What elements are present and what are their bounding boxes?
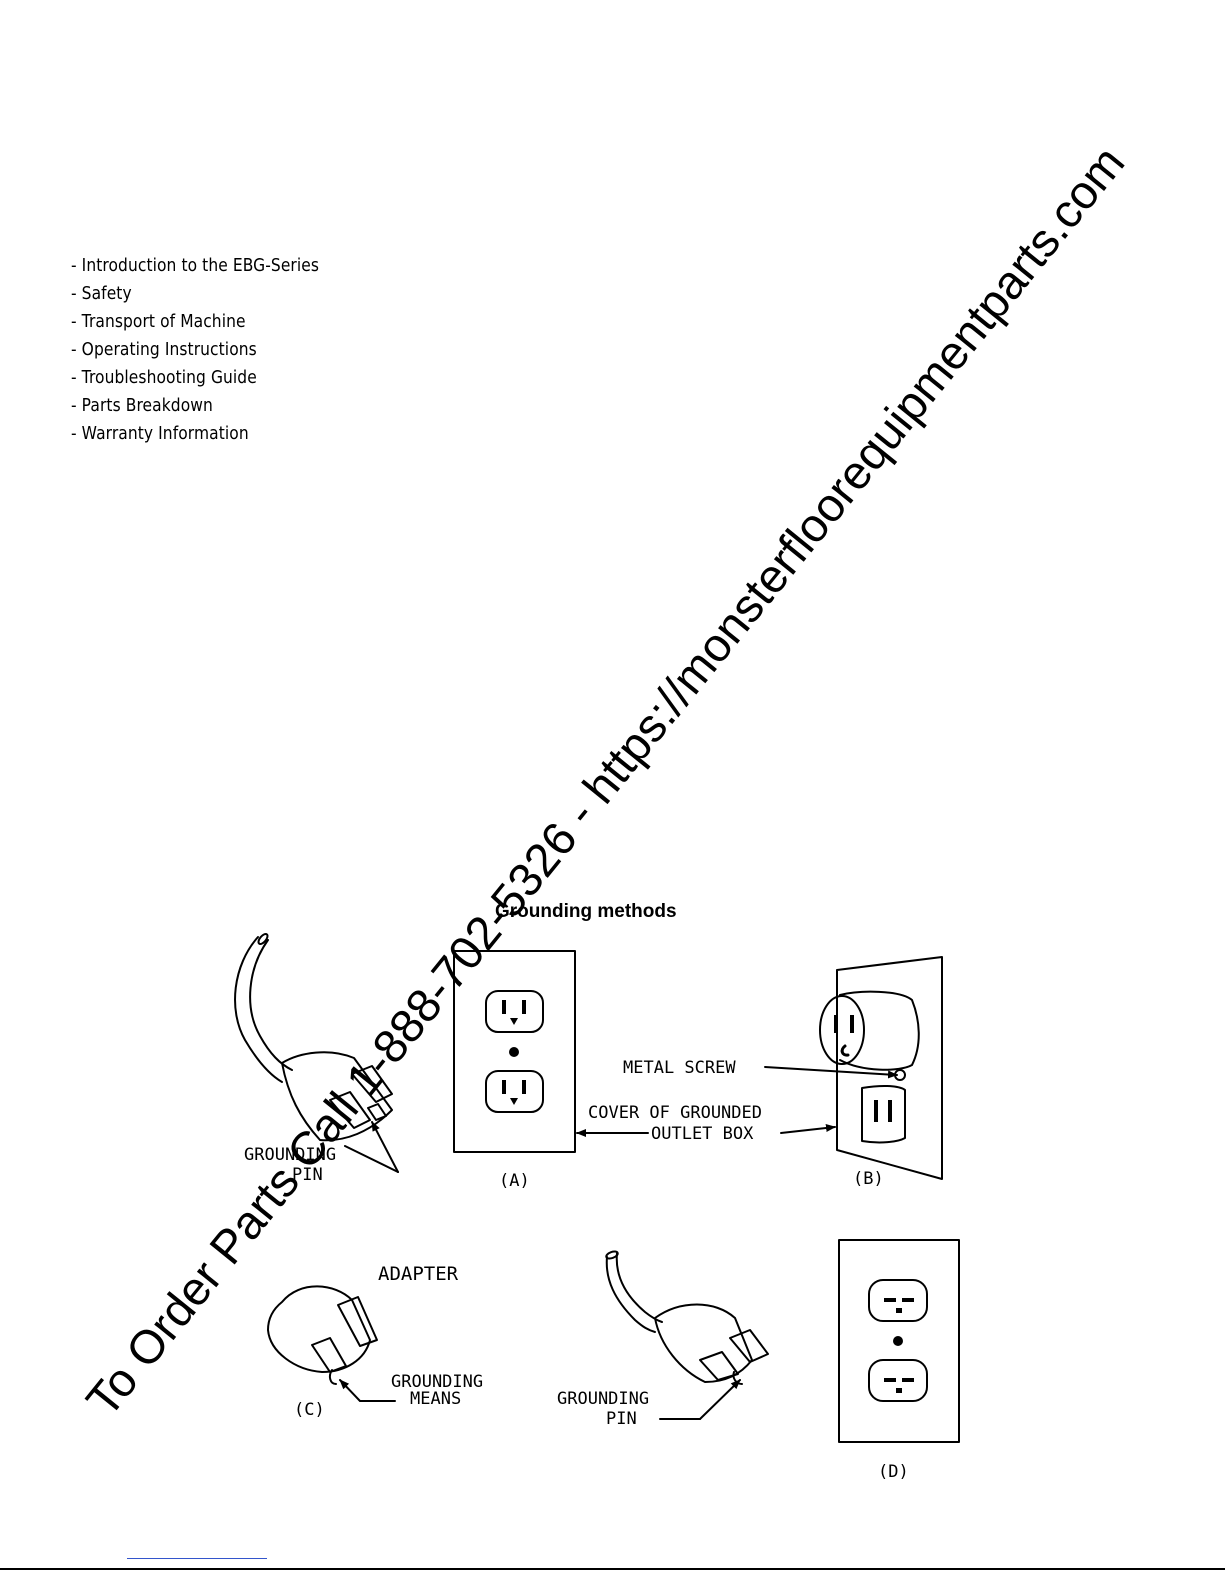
plug-d-icon	[605, 1250, 769, 1420]
label-grounding-pin-d-1: GROUNDING	[557, 1389, 649, 1409]
toc-item-safety: - Safety	[71, 283, 132, 304]
toc-item-transport: - Transport of Machine	[71, 311, 246, 332]
caption-d: (D)	[878, 1462, 909, 1482]
footer-divider	[0, 1568, 1225, 1570]
toc-item-parts: - Parts Breakdown	[71, 395, 213, 416]
label-grounding-pin-a-2: PIN	[292, 1165, 323, 1185]
label-grounding-pin-d-2: PIN	[606, 1409, 637, 1429]
label-grounding-means-1: GROUNDING	[391, 1372, 483, 1392]
toc-item-operating: - Operating Instructions	[71, 339, 257, 360]
outlet-d-icon	[838, 1239, 960, 1443]
label-cover-2: OUTLET BOX	[651, 1124, 754, 1144]
adapter-c-icon	[267, 1285, 396, 1402]
label-adapter: ADAPTER	[378, 1263, 459, 1285]
toc-item-warranty: - Warranty Information	[71, 423, 249, 444]
caption-c: (C)	[294, 1400, 325, 1420]
plug-a-icon	[234, 933, 399, 1173]
footer-link-underline	[127, 1558, 267, 1559]
figure-title: Grounding methods	[495, 901, 677, 922]
label-cover-1: COVER OF GROUNDED	[588, 1103, 762, 1123]
caption-a: (A)	[499, 1171, 530, 1191]
toc-item-introduction: - Introduction to the EBG-Series	[71, 255, 320, 276]
table-of-contents: - Introduction to the EBG-Series - Safet…	[71, 252, 319, 448]
label-grounding-means-2: MEANS	[410, 1389, 461, 1409]
caption-b: (B)	[853, 1169, 884, 1189]
label-metal-screw: METAL SCREW	[623, 1058, 736, 1078]
outlet-a-icon	[453, 950, 576, 1153]
label-grounding-pin-a-1: GROUNDING	[244, 1145, 336, 1165]
toc-item-troubleshooting: - Troubleshooting Guide	[71, 367, 257, 388]
outlet-b-icon	[819, 956, 943, 1180]
